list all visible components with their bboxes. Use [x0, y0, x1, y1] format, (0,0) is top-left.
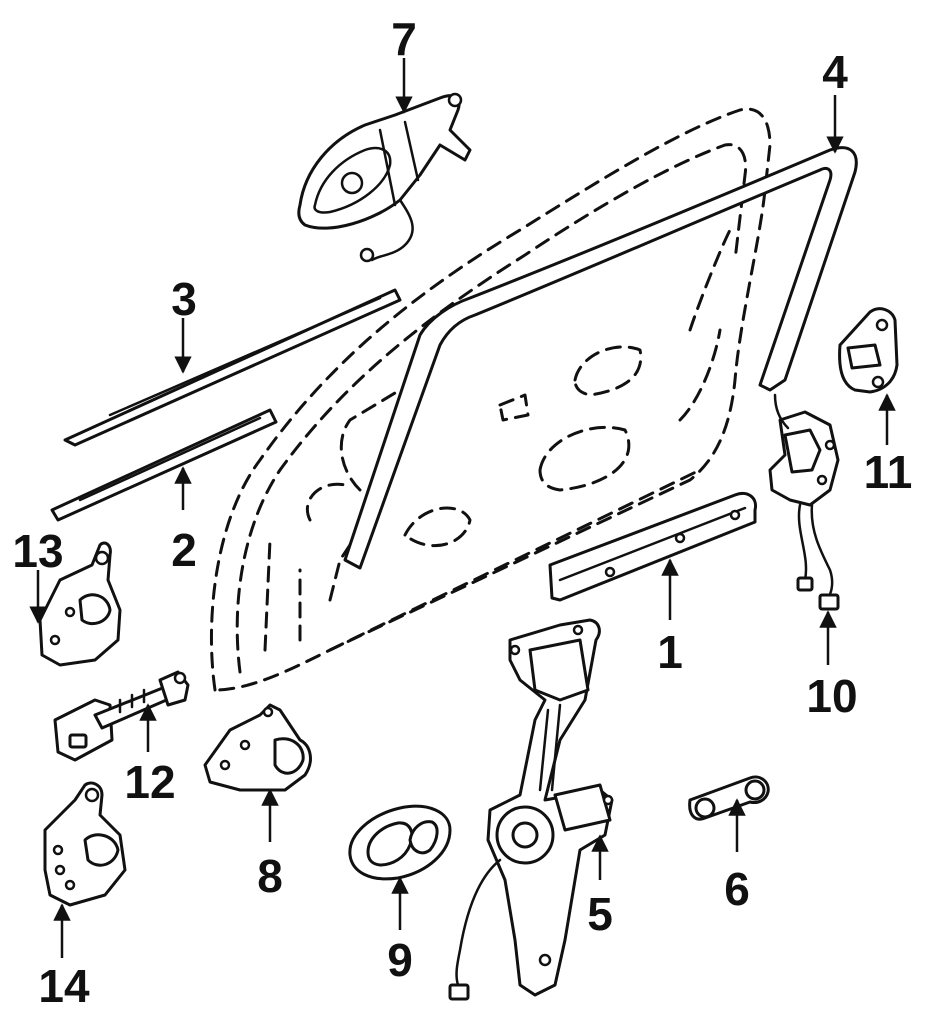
callout-4: 4	[822, 46, 848, 98]
callout-11: 11	[864, 446, 913, 498]
part-7-outside-handle	[297, 92, 472, 263]
part-8-inside-handle	[203, 703, 312, 792]
callout-7: 7	[391, 13, 417, 65]
callout-8: 8	[257, 850, 283, 902]
part-11-striker	[838, 307, 899, 394]
door-shell-outline	[209, 107, 772, 692]
part-1-reinforcement-bar	[548, 492, 758, 602]
callout-1: 1	[657, 626, 683, 678]
part-14-lower-hinge	[43, 781, 127, 907]
part-4-run-channel	[343, 146, 858, 570]
part-5-window-regulator	[448, 618, 614, 1001]
callout-12: 12	[124, 756, 175, 808]
part-13-upper-hinge	[38, 541, 122, 667]
leader-lines	[29, 58, 896, 958]
callout-3: 3	[171, 273, 197, 325]
part-3-belt-molding-outer	[63, 288, 402, 447]
callout-2: 2	[171, 524, 197, 576]
part-6-crank-handle	[688, 775, 770, 821]
part-2-belt-molding-inner	[50, 408, 278, 522]
callout-14: 14	[38, 960, 90, 1012]
callout-10: 10	[806, 670, 857, 722]
part-9-handle-bezel	[348, 804, 452, 881]
part-12-door-check	[53, 670, 190, 762]
callout-6: 6	[724, 863, 750, 915]
part-10-door-lock	[768, 393, 840, 611]
callout-5: 5	[587, 888, 613, 940]
callout-9: 9	[387, 934, 413, 986]
callout-labels: 1 2 3 4 5 6 7 8 9 10 11 12 13 14	[12, 13, 912, 1012]
callout-13: 13	[12, 525, 63, 577]
